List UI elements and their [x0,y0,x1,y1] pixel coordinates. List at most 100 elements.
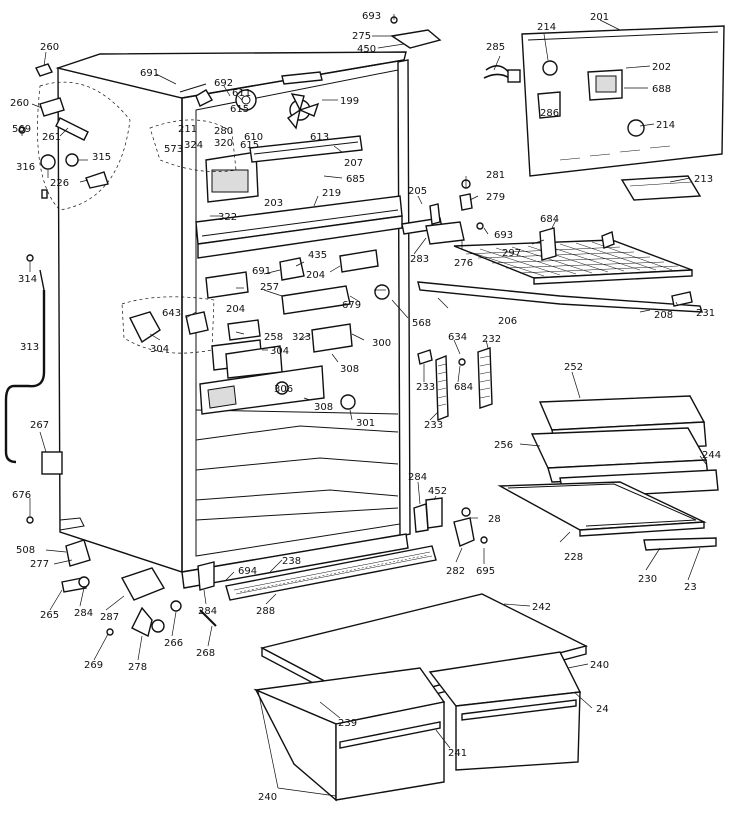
hinge-hardware [61,539,217,638]
callout-684: 684 [454,382,473,393]
callout-304: 304 [270,346,289,357]
callout-219: 219 [322,188,341,199]
callout-322: 322 [218,212,237,223]
callout-239: 239 [338,718,357,729]
callout-28: 28 [488,514,501,525]
callout-279: 279 [486,192,505,203]
callout-275: 275 [352,31,371,42]
callout-231: 231 [696,308,715,319]
callout-276: 276 [454,258,473,269]
callout-258: 258 [264,332,283,343]
callout-256: 256 [494,440,513,451]
callout-213: 213 [694,174,713,185]
evaporator-fan-assembly [179,71,363,203]
callout-452: 452 [428,486,447,497]
callout-568: 568 [412,318,431,329]
callout-695: 695 [476,566,495,577]
freezer-wire-shelf [417,227,703,313]
callout-288: 288 [256,606,275,617]
callout-691: 691 [140,68,159,79]
freezer-divider [195,195,403,259]
callout-684: 684 [540,214,559,225]
callout-199: 199 [340,96,359,107]
callout-280: 280 [214,126,233,137]
callout-688: 688 [652,84,671,95]
hinge-cap [390,29,442,49]
callout-232: 232 [482,334,501,345]
callout-284: 284 [74,608,93,619]
callout-313: 313 [20,342,39,353]
cover-213 [620,175,702,201]
callout-634: 634 [448,332,467,343]
callout-238: 238 [282,556,301,567]
callout-267: 267 [30,420,49,431]
callout-204: 204 [306,270,325,281]
callout-284: 284 [408,472,427,483]
callout-201: 201 [590,12,609,23]
callout-297: 297 [502,248,521,259]
callout-23: 23 [684,582,697,593]
center-hinge [401,179,484,245]
callout-240: 240 [590,660,609,671]
callout-508: 508 [16,545,35,556]
callout-306: 306 [274,384,293,395]
callout-611: 611 [232,88,251,99]
callout-287: 287 [100,612,119,623]
callout-676: 676 [12,490,31,501]
callout-261: 261 [42,132,61,143]
crisper-drawers [253,651,582,802]
callout-268: 268 [196,648,215,659]
callout-304: 304 [150,344,169,355]
callout-277: 277 [30,559,49,570]
shelf-supports [417,347,493,422]
callout-24: 24 [596,704,609,715]
callout-260: 260 [40,42,59,53]
callout-323: 323 [292,332,311,343]
callout-233: 233 [424,420,443,431]
callout-242: 242 [532,602,551,613]
callout-284: 284 [198,606,217,617]
callout-615: 615 [230,104,249,115]
deli-pan-set [497,395,719,551]
callout-283: 283 [410,254,429,265]
callout-205: 205 [408,186,427,197]
callout-204: 204 [226,304,245,315]
callout-241: 241 [448,748,467,759]
callout-685: 685 [346,174,365,185]
callout-230: 230 [638,574,657,585]
callout-450: 450 [357,44,376,55]
callout-282: 282 [446,566,465,577]
callout-207: 207 [344,158,363,169]
callout-315: 315 [92,152,111,163]
callout-214: 214 [537,22,556,33]
callout-278: 278 [128,662,147,673]
leader-lines [21,14,707,797]
callout-202: 202 [652,62,671,73]
callout-693: 693 [494,230,513,241]
callout-286: 286 [540,108,559,119]
callout-269: 269 [84,660,103,671]
control-housing [129,249,390,415]
callout-314: 314 [18,274,37,285]
right-front-parts [413,497,488,547]
callout-324: 324 [184,140,203,151]
callout-206: 206 [498,316,517,327]
callout-265: 265 [40,610,59,621]
callout-240: 240 [258,792,277,803]
callout-252: 252 [564,362,583,373]
callout-694: 694 [238,566,257,577]
callout-260: 260 [10,98,29,109]
left-small-parts [4,63,109,524]
callout-244: 244 [702,450,721,461]
callout-300: 300 [372,338,391,349]
callout-643: 643 [162,308,181,319]
callout-308: 308 [340,364,359,375]
callout-435: 435 [308,250,327,261]
callout-281: 281 [486,170,505,181]
callout-226: 226 [50,178,69,189]
callout-208: 208 [654,310,673,321]
callout-573: 573 [164,144,183,155]
callout-693: 693 [362,11,381,22]
callout-615: 615 [240,140,259,151]
